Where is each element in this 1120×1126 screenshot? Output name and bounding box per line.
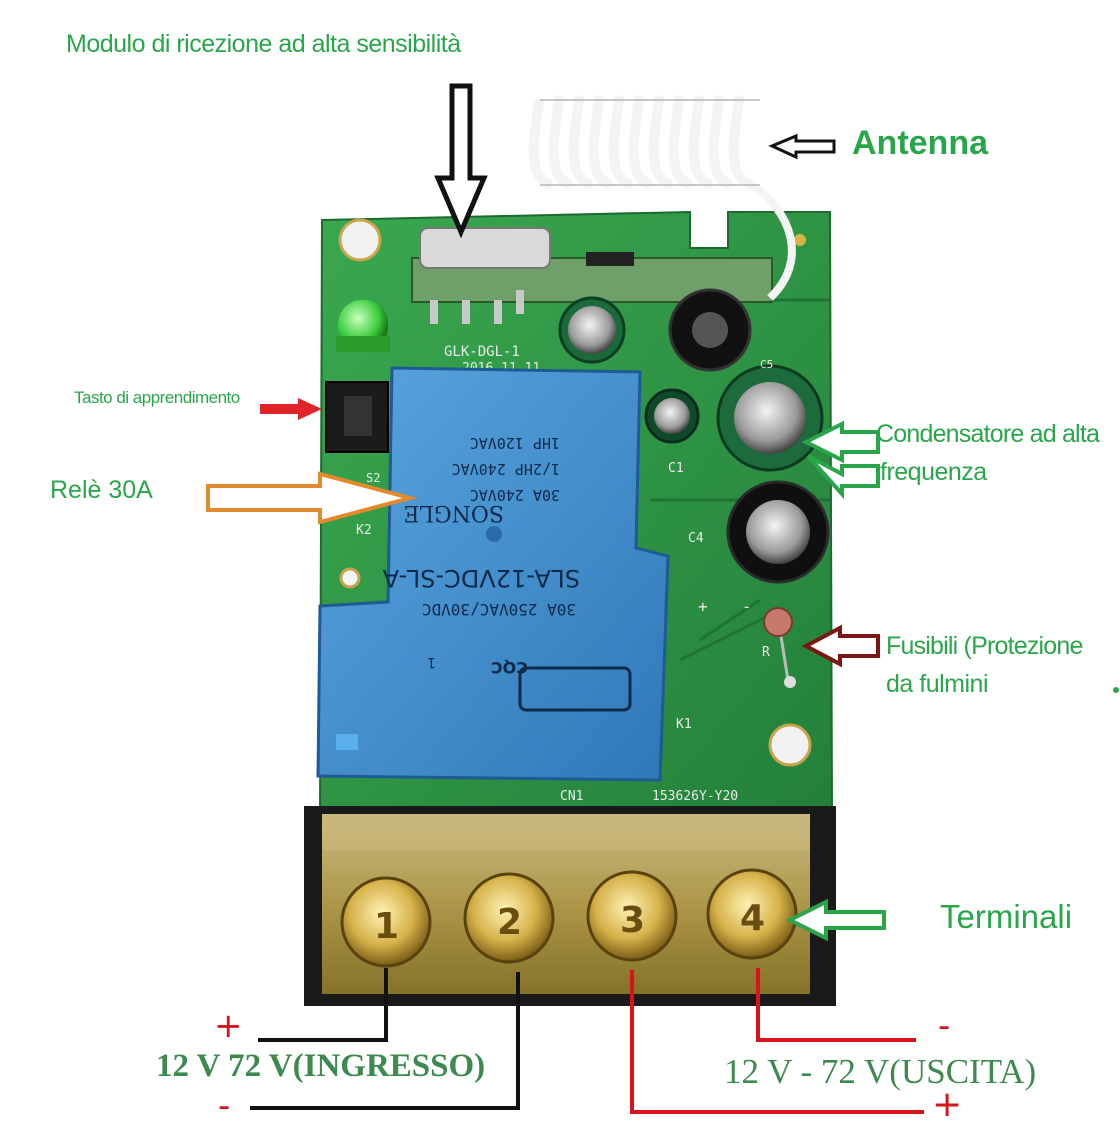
capacitor-label-line1: Condensatore ad alta [876, 420, 1100, 448]
relay-ref: K2 [356, 523, 372, 538]
cap-ref-c5: C5 [760, 358, 773, 371]
right-arrow-icon-learn [260, 398, 322, 420]
input-wires [250, 968, 520, 1110]
output-minus-sign: - [938, 1006, 951, 1046]
small-capacitor [644, 388, 700, 444]
input-plus-sign: + [214, 1006, 243, 1046]
fuse-label-line1: Fusibili (Protezione [886, 632, 1083, 660]
pad-plus: + [698, 597, 708, 616]
input-label: 12 V 72 V(INGRESSO) [156, 1048, 486, 1084]
terminal-screw [586, 870, 678, 962]
output-wires [630, 968, 924, 1114]
cap-ref: C1 [668, 461, 684, 476]
relay-model: SLA-12VDC-SL-A [382, 564, 580, 592]
switch-ref: S2 [366, 471, 380, 485]
mounting-hole [338, 218, 382, 262]
relay-30a: 30A 240VAC 1/2HP 240VAC 1HP 120VAC CQC 1… [316, 366, 670, 782]
electrolytic-capacitor [558, 296, 626, 364]
capacitor-label-line2: frequenza [880, 458, 987, 486]
terminal-screw [706, 868, 798, 960]
relay-pin: 1 [428, 654, 436, 670]
relay-line2: 1/2HP 240VAC [452, 460, 560, 478]
output-label: 12 V - 72 V(USCITA) [724, 1052, 1037, 1091]
left-arrow-icon-antenna [768, 133, 836, 160]
black-capacitor [668, 288, 752, 372]
terminal-number: 4 [740, 898, 765, 939]
learn-push-button [325, 381, 389, 453]
green-led [336, 300, 390, 352]
relay-line1: 30A 240VAC [470, 486, 560, 504]
relay-label: Relè 30A [50, 476, 153, 504]
songle-logo [518, 666, 632, 712]
cap-ref-c4: C4 [688, 531, 704, 546]
board-code: 153626Y-Y20 [652, 789, 738, 804]
antenna-coil [528, 95, 796, 301]
relay-ref-k1: K1 [676, 717, 692, 732]
relay-line3: 1HP 120VAC [470, 434, 560, 452]
terminals-label: Terminali [940, 898, 1073, 935]
pad-minus: - [742, 597, 752, 616]
relay-line4: 30A 250VAC/30VDC [422, 600, 576, 619]
terminal-screw [463, 872, 555, 964]
connector-ref: CN1 [560, 789, 583, 804]
terminal-number: 2 [497, 902, 522, 943]
high-frequency-capacitor-2 [726, 480, 830, 584]
module-label: Modulo di ricezione ad alta sensibilità [66, 30, 461, 58]
high-frequency-capacitor [716, 364, 824, 472]
left-arrow-icon-capacitor [801, 420, 880, 500]
fuse-component [763, 607, 796, 688]
learn-button-label: Tasto di apprendimento [74, 388, 240, 407]
left-arrow-icon-fuse [801, 624, 880, 668]
terminal-number: 3 [620, 900, 645, 941]
down-arrow-icon [434, 83, 488, 239]
rf-module-text: GLK-DGL-1 [444, 344, 520, 360]
antenna-label: Antenna [852, 124, 988, 162]
relay-brand: SONGLE [403, 500, 504, 525]
right-arrow-icon-relay [206, 471, 418, 525]
terminal-block: 1 2 3 4 [304, 806, 836, 1006]
mounting-hole [768, 723, 812, 767]
resistor-ref: R [762, 645, 770, 660]
left-arrow-icon-terminals [785, 898, 886, 942]
input-minus-sign: - [218, 1086, 231, 1126]
terminal-screw [340, 876, 432, 968]
output-plus-sign: + [932, 1084, 963, 1125]
terminal-number: 1 [374, 906, 399, 947]
fuse-label-line2: da fulmini [886, 670, 989, 698]
